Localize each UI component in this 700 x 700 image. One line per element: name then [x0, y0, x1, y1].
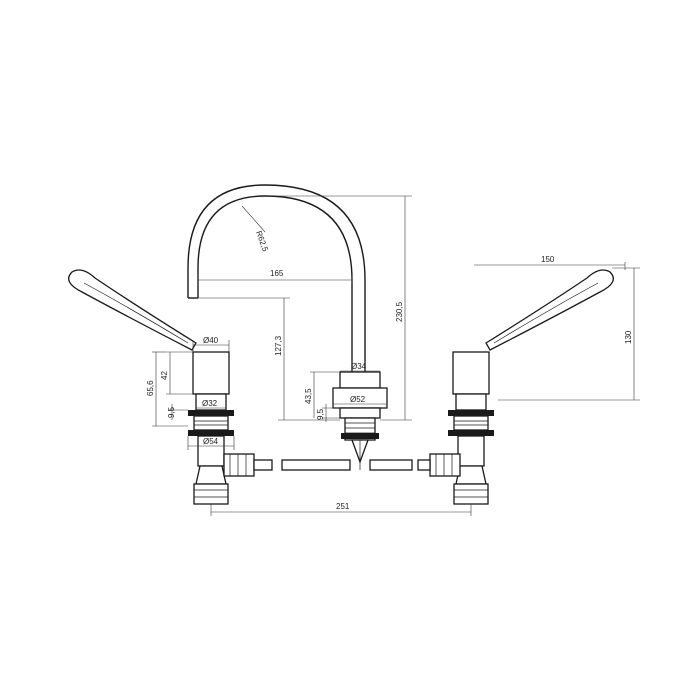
- label-lever-reach: 150: [541, 255, 555, 264]
- label-spout-reach: 165: [270, 269, 284, 278]
- label-handle-body-height: 42: [160, 371, 169, 380]
- spout-thread: [341, 417, 379, 441]
- label-overall-height: 230,5: [395, 301, 404, 322]
- label-handle-nut-dia: Ø54: [203, 437, 219, 446]
- label-spout-base-dia: Ø52: [350, 395, 366, 404]
- label-spout-body-dia: Ø34: [351, 362, 367, 371]
- dimension-labels: R62,5 165 230,5 127,3 Ø34 Ø52 43,5 9,5 Ø…: [146, 230, 633, 511]
- label-spout-base-height: 43,5: [304, 388, 313, 404]
- label-handle-total-height: 65,6: [146, 380, 155, 396]
- label-handle-body-dia: Ø40: [203, 336, 219, 345]
- right-handle-valve: [429, 269, 614, 505]
- label-handle-flange: 9,5: [167, 406, 176, 418]
- label-handle-shank-dia: Ø32: [202, 399, 218, 408]
- spout: [187, 184, 388, 470]
- label-centres: 251: [336, 502, 350, 511]
- dimension-lines: [152, 195, 640, 516]
- label-spout-flange: 9,5: [316, 408, 325, 420]
- label-spout-height: 127,3: [274, 335, 283, 356]
- connecting-pipes: [253, 459, 431, 471]
- left-handle-valve: [68, 269, 255, 505]
- label-lever-height: 130: [624, 330, 633, 344]
- label-spout-radius: R62,5: [254, 230, 270, 254]
